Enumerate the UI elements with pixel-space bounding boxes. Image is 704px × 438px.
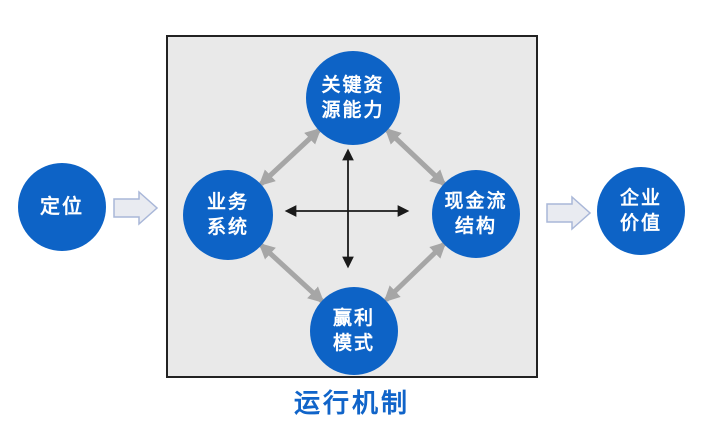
- node-enterprise-value: 企业 价值: [597, 167, 685, 255]
- flow-arrow-right-icon: [546, 195, 592, 231]
- node-profit-model-label: 赢利 模式: [332, 307, 375, 354]
- node-business-system-label: 业务 系统: [206, 191, 249, 238]
- node-cashflow-structure-label: 现金流 结构: [444, 190, 508, 237]
- node-key-resources: 关键资 源能力: [306, 51, 400, 145]
- flow-arrow-left-icon: [113, 190, 159, 226]
- node-enterprise-value-label: 企业 价值: [619, 187, 662, 234]
- node-key-resources-label: 关键资 源能力: [321, 74, 385, 121]
- box-caption: 运行机制: [293, 388, 410, 418]
- node-positioning-label: 定位: [40, 195, 84, 218]
- node-cashflow-structure: 现金流 结构: [432, 170, 520, 258]
- node-profit-model: 赢利 模式: [310, 287, 398, 375]
- node-business-system: 业务 系统: [183, 170, 273, 260]
- node-positioning: 定位: [18, 163, 106, 251]
